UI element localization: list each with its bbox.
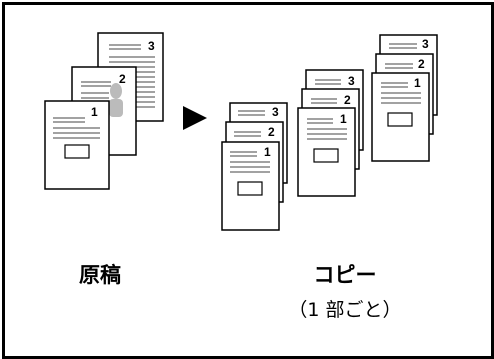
page-number-3: 3 xyxy=(148,39,155,53)
copy-set-1-page-1: 1 xyxy=(221,141,280,231)
page-number-3: 3 xyxy=(348,74,355,88)
page-number-2: 2 xyxy=(268,125,275,139)
page-number-1: 1 xyxy=(340,112,347,126)
original-stack: 3 xyxy=(44,32,164,190)
original-label: 原稿 xyxy=(79,263,121,287)
collate-diagram: 3 xyxy=(44,32,438,231)
page-number-1: 1 xyxy=(91,105,98,119)
person-figure-icon xyxy=(110,83,122,99)
right-triangle-arrow-icon xyxy=(183,106,207,130)
page-number-3: 3 xyxy=(422,37,429,51)
copy-set-3-page-1: 1 xyxy=(371,72,430,162)
copy-set-3: 3 2 1 xyxy=(371,34,438,162)
copy-set-1: 3 2 1 xyxy=(221,102,288,231)
page-number-1: 1 xyxy=(414,76,421,90)
original-page-1: 1 xyxy=(44,100,110,190)
page-number-2: 2 xyxy=(344,93,351,107)
copy-set-2-page-1: 1 xyxy=(297,107,356,197)
page-number-1: 1 xyxy=(264,145,271,159)
copy-label: コピー xyxy=(313,263,377,287)
page-number-2: 2 xyxy=(418,57,425,71)
copy-set-2: 3 2 1 xyxy=(297,69,364,197)
copy-per-set-label: （1 部ごと） xyxy=(288,299,402,321)
page-number-2: 2 xyxy=(119,72,126,86)
page-number-3: 3 xyxy=(272,105,279,119)
